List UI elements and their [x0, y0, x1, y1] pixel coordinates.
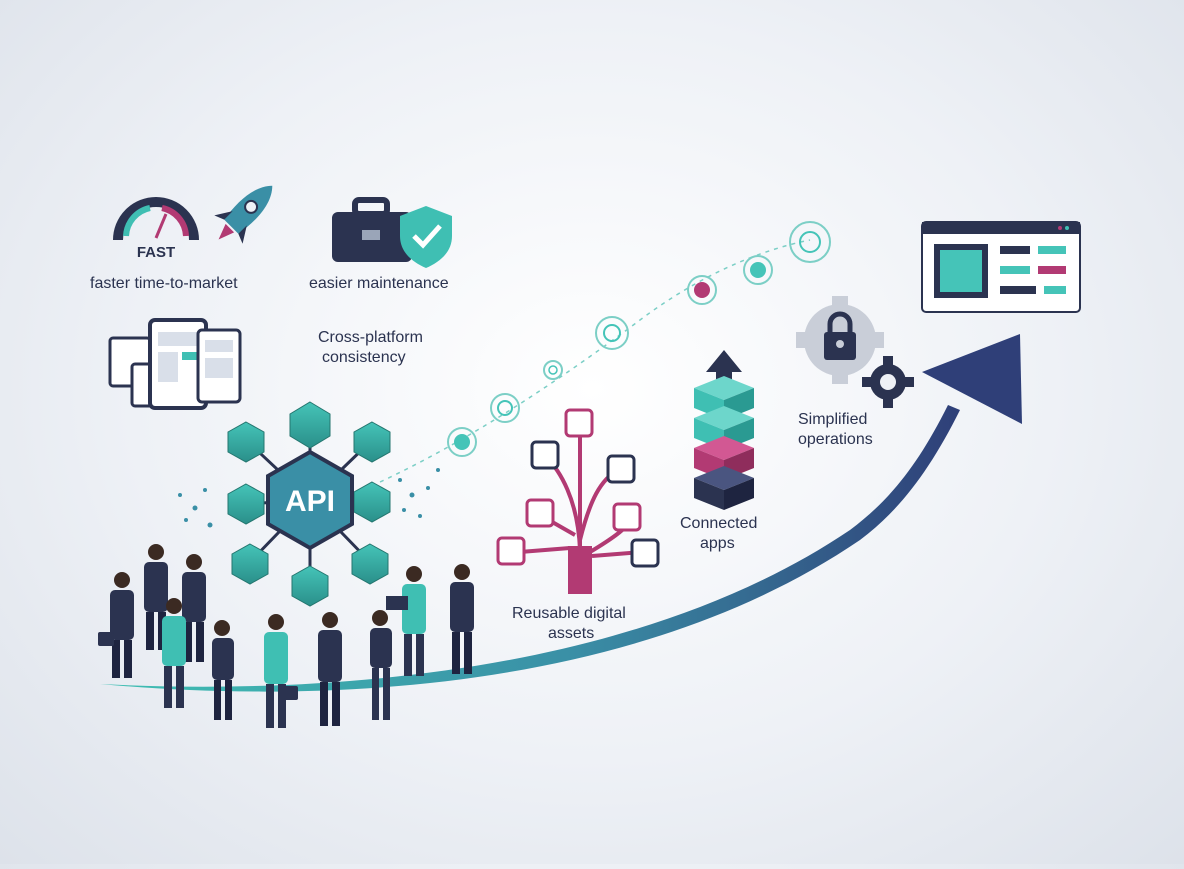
person	[450, 564, 474, 674]
api-hexagon-network-icon: API	[178, 401, 440, 607]
connected-apps-label-line1: Connected	[680, 515, 758, 532]
speedometer-icon: FAST	[113, 197, 199, 261]
api-label: API	[285, 485, 335, 518]
fast-label: FAST	[137, 244, 175, 261]
devices-icon	[108, 318, 242, 410]
person	[162, 598, 186, 708]
person	[318, 612, 342, 726]
person	[182, 554, 206, 662]
connected-apps-label-line2: apps	[700, 535, 735, 552]
stacked-layers-icon	[694, 350, 754, 510]
business-people	[98, 544, 474, 728]
cross-platform-label-line1: Cross-platform	[318, 329, 423, 346]
person	[264, 614, 288, 728]
faster-time-to-market-label: faster time-to-market	[90, 275, 238, 292]
cross-platform-label-line2: consistency	[322, 349, 406, 366]
gear-icon	[862, 356, 914, 408]
person	[110, 572, 134, 678]
simplified-operations-label-line1: Simplified	[798, 411, 868, 428]
reusable-assets-label-line1: Reusable digital	[512, 605, 626, 622]
rocket-icon	[214, 185, 273, 244]
shield-check-icon	[400, 206, 452, 268]
simplified-operations-label-line2: operations	[798, 431, 873, 448]
dotted-path	[379, 221, 831, 483]
person	[212, 620, 234, 720]
reusable-assets-label-line2: assets	[548, 625, 595, 642]
person	[402, 566, 426, 676]
easier-maintenance-label: easier maintenance	[309, 275, 449, 292]
padlock-gear-icon	[796, 296, 884, 384]
person	[370, 610, 392, 720]
asset-tree-icon	[496, 408, 660, 594]
growth-arrow	[100, 334, 1022, 692]
briefcase-icon	[332, 197, 412, 262]
browser-window-icon	[921, 221, 1081, 313]
